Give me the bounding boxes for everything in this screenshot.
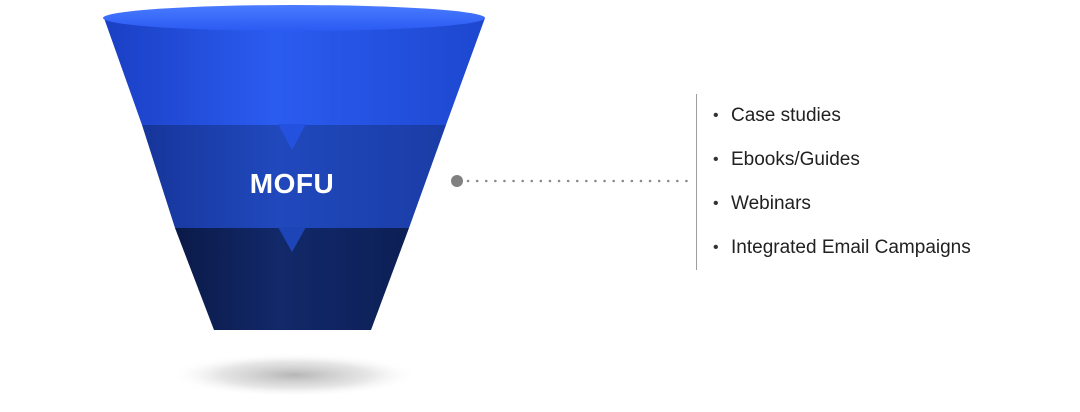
- list-item-text: Webinars: [731, 193, 811, 214]
- list-item-text: Ebooks/Guides: [731, 149, 860, 170]
- list-item: • Integrated Email Campaigns: [713, 226, 971, 270]
- funnel-shadow: [169, 353, 419, 397]
- bullet-icon: •: [713, 239, 719, 256]
- list-item: • Webinars: [713, 182, 971, 226]
- circle-dot-icon: [451, 175, 463, 187]
- bullet-icon: •: [713, 195, 719, 212]
- funnel-rim: [103, 5, 485, 31]
- list-item-text: Case studies: [731, 105, 841, 126]
- list-item: • Case studies: [713, 94, 971, 138]
- bullet-icon: •: [713, 151, 719, 168]
- funnel-band-top: [104, 18, 485, 125]
- bullet-icon: •: [713, 107, 719, 124]
- stage-label: MOFU: [249, 168, 335, 199]
- notch-middle-icon: [278, 227, 306, 252]
- list-item: • Ebooks/Guides: [713, 138, 971, 182]
- content-list: • Case studies • Ebooks/Guides • Webinar…: [696, 94, 971, 270]
- funnel-band-bottom: [175, 228, 409, 330]
- funnel-band-middle: [142, 125, 446, 228]
- list-item-text: Integrated Email Campaigns: [731, 237, 971, 258]
- notch-top-icon: [278, 124, 306, 150]
